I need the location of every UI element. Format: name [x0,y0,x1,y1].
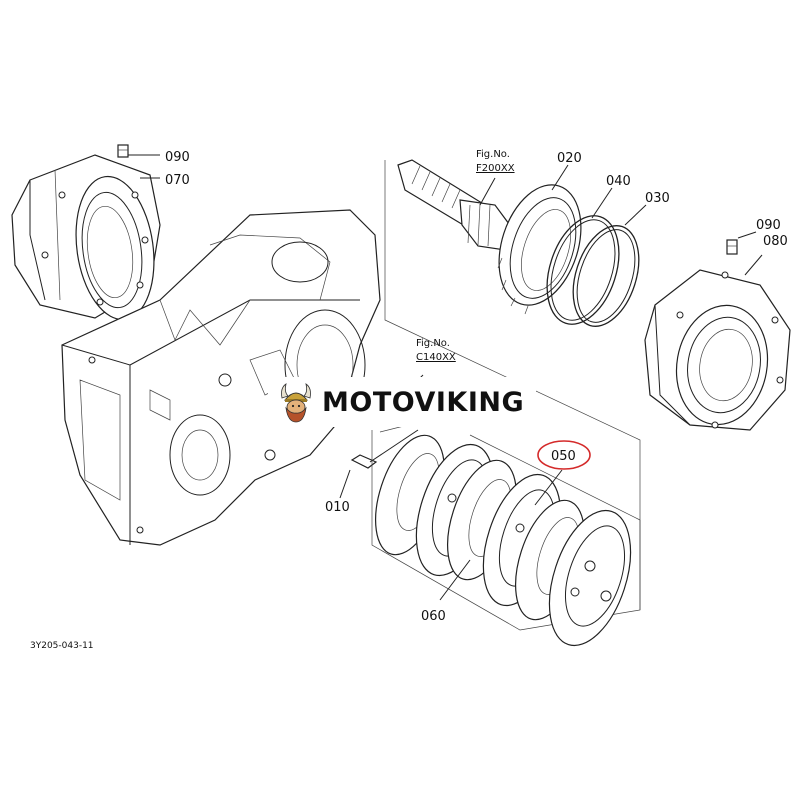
fig-ref-f200-number: F200XX [476,163,515,174]
transmission-case [61,209,381,546]
label-090-right: 090 [756,218,781,233]
bleeder-screw-090-left [117,144,160,179]
label-010: 010 [325,500,350,515]
o-ring-030 [572,225,640,327]
watermark-text: MOTOVIKING [322,386,525,418]
drawing-number: 3Y205-043-11 [30,641,94,651]
label-090-left: 090 [165,150,190,165]
label-050: 050 [551,449,576,464]
label-080: 080 [763,234,788,249]
bleeder-screw-090-right [726,231,763,276]
o-ring-040 [546,215,620,325]
viking-head-icon [281,383,311,423]
axle-shaft [397,159,513,251]
fig-ref-c140-number: C140XX [416,352,456,363]
clutch-hub-020 [497,184,582,315]
fig-ref-f200-title: Fig.No. [476,149,510,160]
label-030: 030 [645,191,670,206]
label-040: 040 [606,174,631,189]
brake-disc-stack [371,430,641,647]
label-070: 070 [165,173,190,188]
watermark-banner: MOTOVIKING [268,377,536,427]
label-060: 060 [421,609,446,624]
label-020: 020 [557,151,582,166]
fig-ref-c140-title: Fig.No. [416,338,450,349]
brake-housing-070 [11,154,161,321]
brake-housing-080 [644,269,791,431]
highlight-circle-050 [537,440,591,470]
